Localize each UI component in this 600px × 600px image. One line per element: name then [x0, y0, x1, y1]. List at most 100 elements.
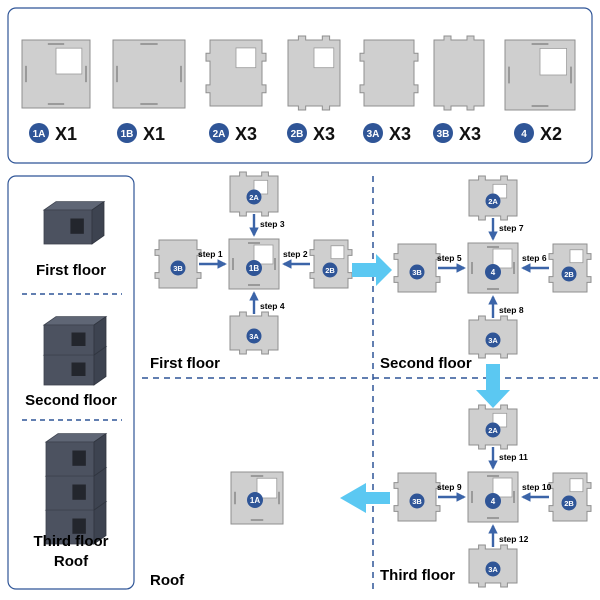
assembly-second-floor: 4 2A 3B 2B 3A step 5 step 6 step 7 step 8 Second …	[380, 175, 592, 372]
bottom-badge: 3A	[485, 332, 501, 348]
step-label: step 4	[260, 301, 285, 311]
part-badge-1b: 1B	[117, 123, 137, 143]
part-2b: 2B X3	[287, 35, 341, 144]
step-label: step 9	[437, 482, 462, 492]
svg-text:1B: 1B	[249, 264, 259, 273]
step-label: step 2	[283, 249, 308, 259]
part-count: X3	[313, 124, 335, 144]
part-badge-3a: 3A	[363, 123, 383, 143]
svg-text:3A: 3A	[249, 332, 259, 341]
svg-text:2A: 2A	[488, 426, 498, 435]
assembly-first-floor: 1B 2A 3B 2B 3A step 1 step 2 step 3 step 4 First …	[150, 171, 353, 372]
step-label: step 3	[260, 219, 285, 229]
part-count: X1	[55, 124, 77, 144]
svg-text:1A: 1A	[250, 496, 260, 505]
bottom-badge: 3A	[485, 561, 501, 577]
part-badge-2a: 2A	[209, 123, 229, 143]
part-panel-3b	[433, 35, 485, 111]
floor-title: Second floor	[380, 355, 472, 372]
assembly-area: 1B 2A 3B 2B 3A step 1 step 2 step 3 step 4 First …	[150, 171, 592, 589]
floor-label-second: Second floor	[25, 392, 117, 409]
part-1b: 1B X1	[112, 39, 186, 144]
svg-text:4: 4	[521, 129, 527, 140]
part-panel-2b	[287, 35, 341, 111]
second-floor-image-top	[42, 315, 108, 356]
step-label: step 7	[499, 223, 524, 233]
assembly-roof: 1A Roof	[150, 471, 284, 589]
center-badge: 1B	[246, 260, 262, 276]
bottom-badge: 3A	[246, 328, 262, 344]
third-floor-image-top	[44, 432, 108, 477]
center-badge: 4	[485, 264, 501, 280]
part-panel-1b	[112, 39, 186, 109]
svg-text:3A: 3A	[488, 565, 498, 574]
part-count: X1	[143, 124, 165, 144]
svg-text:2A: 2A	[488, 197, 498, 206]
part-count: X2	[540, 124, 562, 144]
svg-text:4: 4	[491, 268, 496, 277]
svg-text:2B: 2B	[291, 129, 304, 140]
svg-text:2B: 2B	[325, 266, 335, 275]
svg-text:2A: 2A	[213, 129, 226, 140]
step-label: step 1	[198, 249, 223, 259]
step-label: step 6	[522, 253, 547, 263]
left-badge: 3B	[170, 260, 186, 276]
svg-text:3A: 3A	[367, 129, 380, 140]
part-count: X3	[235, 124, 257, 144]
step-label: step 12	[499, 534, 529, 544]
svg-text:2B: 2B	[564, 499, 574, 508]
svg-text:3B: 3B	[173, 264, 183, 273]
floor-label-third: Third floor	[34, 533, 109, 550]
roof-badge: 1A	[247, 492, 263, 508]
top-badge: 2A	[485, 422, 501, 438]
svg-text:3B: 3B	[437, 129, 450, 140]
part-badge-3b: 3B	[433, 123, 453, 143]
right-badge: 2B	[561, 495, 577, 511]
part-badge-2b: 2B	[287, 123, 307, 143]
top-badge: 2A	[485, 193, 501, 209]
svg-text:4: 4	[491, 497, 496, 506]
svg-text:3B: 3B	[412, 268, 422, 277]
floor-title: Third floor	[380, 567, 455, 584]
part-2a: 2A X3	[205, 39, 267, 144]
part-panel-2a	[205, 39, 267, 107]
floor-title: Roof	[150, 572, 185, 589]
step-label: step 10	[522, 482, 552, 492]
svg-text:3A: 3A	[488, 336, 498, 345]
step-label: step 5	[437, 253, 462, 263]
part-panel-4	[504, 39, 576, 111]
part-badge-4: 4	[514, 123, 534, 143]
svg-text:2A: 2A	[249, 193, 259, 202]
assembly-third-floor: 4 2A 3B 2B 3A step 9 step 10 step 11 step 12 Thir…	[380, 404, 592, 588]
step-label: step 11	[499, 452, 528, 462]
part-panel-3a	[359, 39, 419, 107]
part-1a: 1A X1	[21, 39, 91, 144]
left-badge: 3B	[409, 264, 425, 280]
floor-label-roof: Roof	[54, 553, 89, 570]
right-badge: 2B	[322, 262, 338, 278]
right-badge: 2B	[561, 266, 577, 282]
left-badge: 3B	[409, 493, 425, 509]
part-count: X3	[459, 124, 481, 144]
floor-title: First floor	[150, 355, 220, 372]
flow-arrow-down	[476, 364, 510, 408]
center-badge: 4	[485, 493, 501, 509]
step-label: step 8	[499, 305, 524, 315]
part-3a: 3A X3	[359, 39, 419, 144]
flow-arrow-right	[352, 254, 392, 286]
svg-text:1A: 1A	[33, 129, 46, 140]
floor-label-first: First floor	[36, 262, 106, 279]
parts-legend: 1A X1 1B X1 2A X3 2B X3 3A X3 3B X3 4 X2	[21, 35, 576, 144]
first-floor-image	[42, 200, 106, 245]
svg-text:2B: 2B	[564, 270, 574, 279]
flow-arrow-left	[340, 483, 390, 513]
svg-text:3B: 3B	[412, 497, 422, 506]
part-4: 4 X2	[504, 39, 576, 144]
svg-text:1B: 1B	[121, 129, 134, 140]
part-count: X3	[389, 124, 411, 144]
top-badge: 2A	[246, 189, 262, 205]
part-3b: 3B X3	[433, 35, 485, 144]
part-panel-1a	[21, 39, 91, 109]
